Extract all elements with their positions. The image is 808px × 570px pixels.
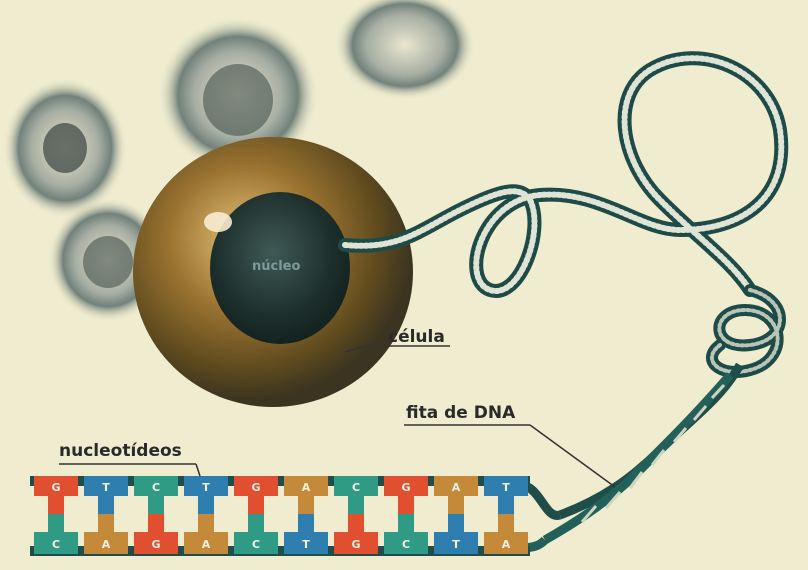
bottom-base-stem: [248, 514, 264, 532]
cell-label: célula: [388, 327, 445, 347]
top-base-stem: [348, 496, 364, 514]
dna-strand-label: fita de DNA: [406, 403, 515, 423]
nucleotides-label: nucleotídeos: [59, 441, 182, 461]
top-base-stem: [398, 496, 414, 514]
bottom-base-letter: A: [502, 538, 511, 551]
bottom-base-letter: C: [252, 538, 260, 551]
top-base-letter: G: [251, 481, 260, 494]
bottom-base-stem: [298, 514, 314, 532]
top-base-letter: T: [102, 481, 110, 494]
top-base-letter: C: [152, 481, 160, 494]
top-base-letter: A: [302, 481, 311, 494]
top-base-stem: [498, 496, 514, 514]
base-pair: AT: [434, 476, 478, 554]
top-base-letter: G: [51, 481, 60, 494]
bottom-base-letter: A: [102, 538, 111, 551]
top-base-stem: [148, 496, 164, 514]
top-base-stem: [198, 496, 214, 514]
bottom-base-letter: A: [202, 538, 211, 551]
bottom-base-letter: C: [52, 538, 60, 551]
top-base-stem: [298, 496, 314, 514]
dna-helix: [520, 365, 740, 548]
bottom-base-stem: [398, 514, 414, 532]
top-base-letter: T: [202, 481, 210, 494]
bottom-base-stem: [98, 514, 114, 532]
top-base-letter: T: [502, 481, 510, 494]
top-base-letter: C: [352, 481, 360, 494]
bottom-base-stem: [498, 514, 514, 532]
bottom-base-stem: [348, 514, 364, 532]
bottom-base-stem: [148, 514, 164, 532]
nucleus-label: núcleo: [252, 259, 300, 274]
top-base-letter: G: [401, 481, 410, 494]
top-base-stem: [98, 496, 114, 514]
base-pair: AT: [284, 476, 328, 554]
top-base-stem: [448, 496, 464, 514]
bottom-base-letter: C: [402, 538, 410, 551]
base-pair: GC: [384, 476, 428, 554]
top-base-stem: [48, 496, 64, 514]
bottom-base-letter: G: [351, 538, 360, 551]
bottom-base-stem: [198, 514, 214, 532]
base-pair: CG: [134, 476, 178, 554]
bottom-base-letter: T: [452, 538, 460, 551]
top-base-stem: [248, 496, 264, 514]
base-pair: CG: [334, 476, 378, 554]
base-pair: TA: [484, 476, 528, 554]
base-pair: TA: [184, 476, 228, 554]
bottom-base-letter: T: [302, 538, 310, 551]
base-pair: GC: [34, 476, 78, 554]
base-pair: TA: [84, 476, 128, 554]
base-pair: GC: [234, 476, 278, 554]
bottom-base-stem: [448, 514, 464, 532]
bottom-base-stem: [48, 514, 64, 532]
bottom-base-letter: G: [151, 538, 160, 551]
top-base-letter: A: [452, 481, 461, 494]
chromatin-ribbon: [345, 58, 781, 372]
